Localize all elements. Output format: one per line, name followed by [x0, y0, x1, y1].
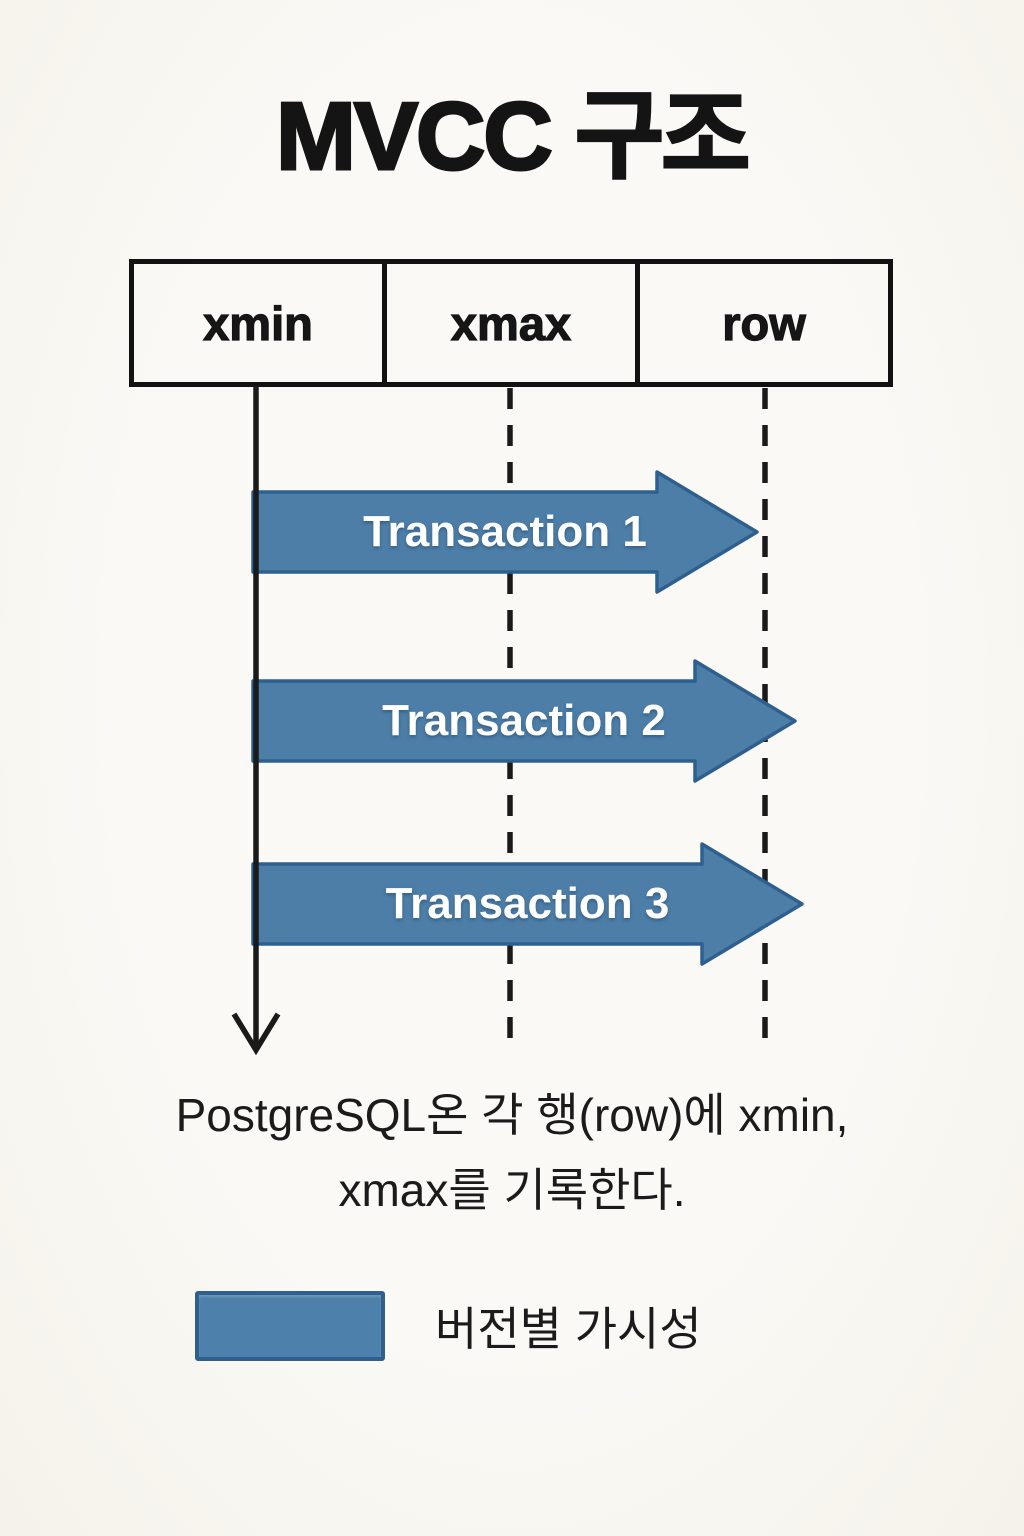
transaction-2-arrow: [251, 659, 797, 783]
page-title: MVCC 구조: [275, 82, 752, 192]
legend: 버전별 가시성: [195, 1291, 702, 1361]
table-cell-xmax: xmax: [387, 264, 640, 382]
row-header-table: xmin xmax row: [129, 259, 893, 387]
transaction-1-arrow: [251, 470, 759, 594]
transaction-3-label: Transaction 3: [385, 879, 670, 928]
caption: PostgreSQL온 각 행(row)에 xmin, xmax를 기록한다.: [0, 1078, 1024, 1228]
legend-swatch: [195, 1291, 385, 1361]
legend-label: 버전별 가시성: [435, 1303, 702, 1355]
transaction-1-label: Transaction 1: [363, 507, 647, 556]
caption-line-1: PostgreSQL온 각 행(row)에 xmin,: [175, 1089, 849, 1141]
transaction-2-label: Transaction 2: [382, 696, 666, 745]
xmin-lifeline-arrowhead: [231, 1012, 281, 1056]
table-cell-row: row: [722, 296, 807, 350]
transaction-3-arrow: [251, 842, 804, 966]
caption-line-2: xmax를 기록한다.: [338, 1164, 686, 1216]
table-cell-xmin: xmin: [134, 264, 387, 382]
